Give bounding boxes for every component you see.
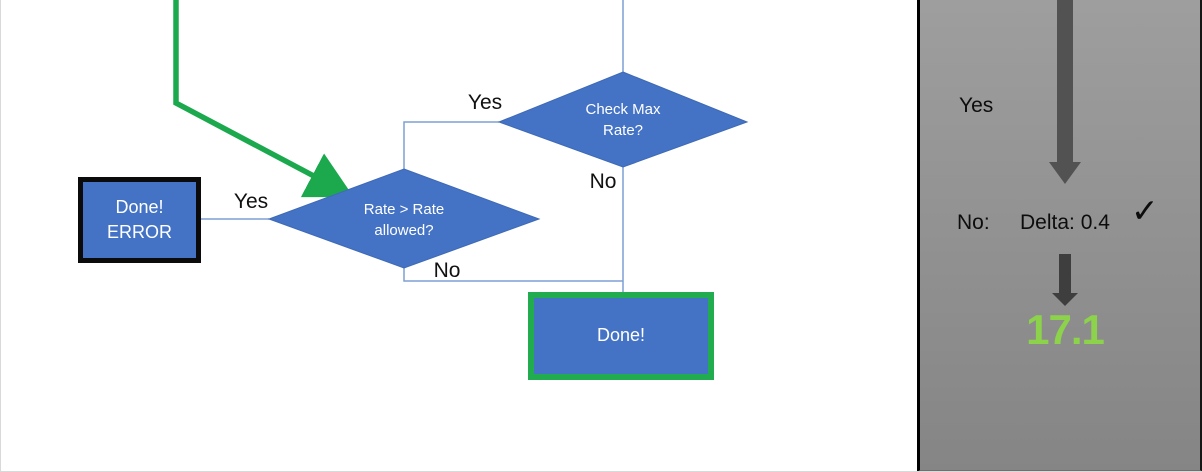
panel-result-value: 17.1 bbox=[1026, 306, 1105, 353]
edge-label-yes-left: Yes bbox=[233, 190, 269, 213]
done-box: Done! bbox=[528, 292, 714, 380]
diamond-rate-allowed-label: Rate > Rate allowed? bbox=[363, 201, 445, 239]
edge-label-yes-top: Yes bbox=[467, 91, 503, 114]
done-error-box: Done! ERROR bbox=[78, 177, 201, 263]
edge-label-no-bottom: No bbox=[433, 259, 461, 282]
diamond-check-max-rate-label: Check Max Rate? bbox=[585, 101, 661, 139]
side-panel bbox=[917, 0, 1202, 471]
panel-no-label: No: bbox=[957, 211, 990, 234]
check-icon: ✓ bbox=[1131, 191, 1159, 230]
green-path-arrow bbox=[173, 0, 354, 198]
connector-yes-checkmax-to-rateallowed bbox=[403, 121, 499, 170]
panel-delta-value: Delta: 0.4 bbox=[1020, 211, 1110, 234]
panel-yes-label: Yes bbox=[959, 94, 994, 117]
edge-label-no-top: No bbox=[589, 170, 617, 193]
